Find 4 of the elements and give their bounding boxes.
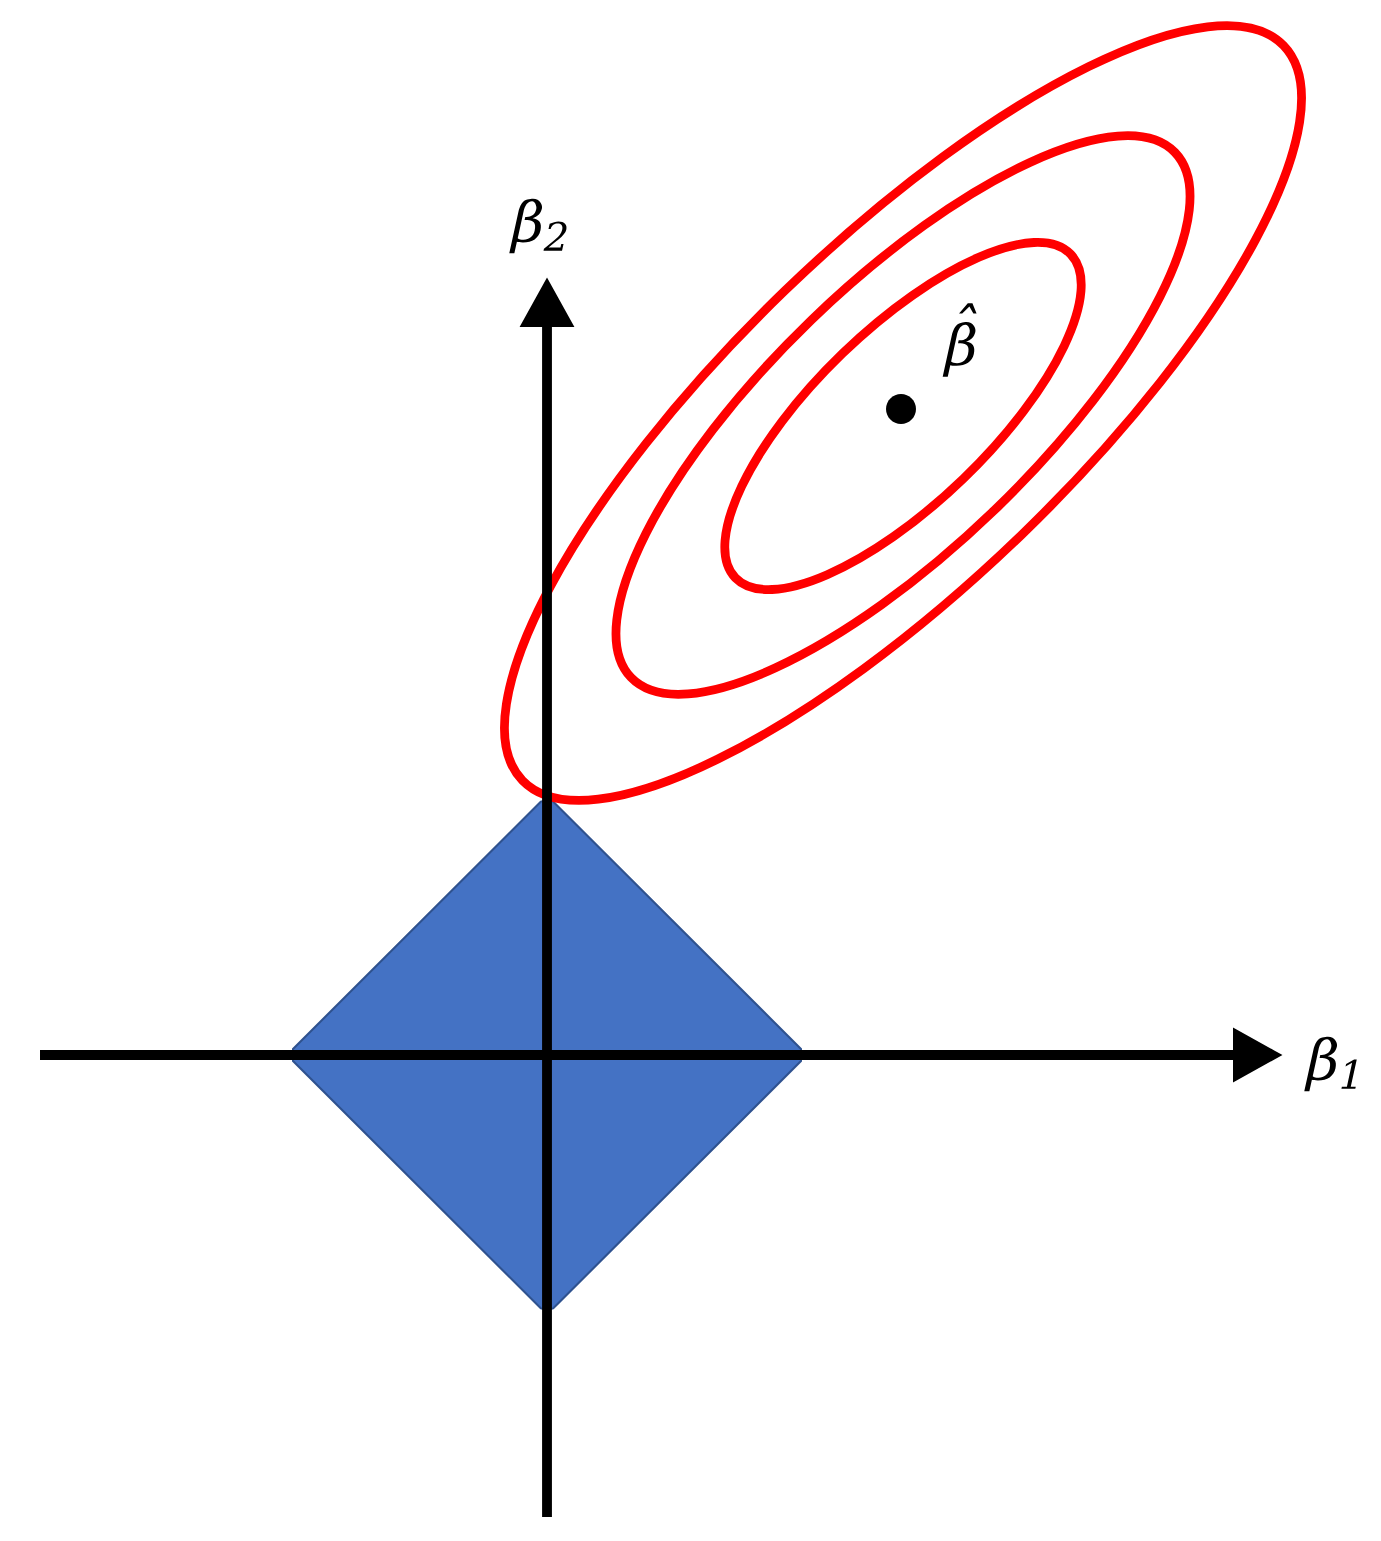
axis-label: β$_{2}$ — [509, 198, 567, 254]
diamond-region — [292, 800, 802, 1310]
point-label: β̂ — [942, 303, 977, 377]
axis-label: β$_{1}$ — [1304, 1036, 1357, 1092]
